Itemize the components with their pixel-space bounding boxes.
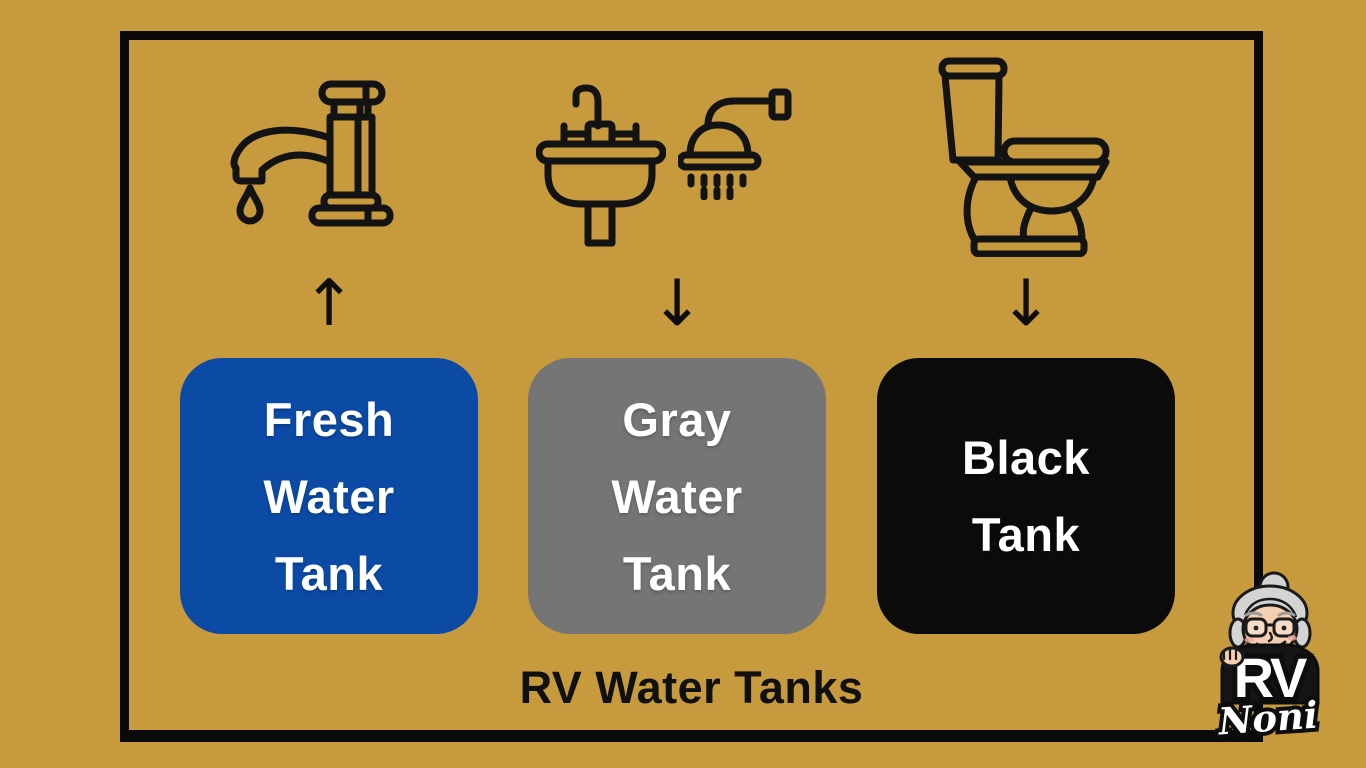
gray-water-tank-box: Gray Water Tank [528, 358, 826, 634]
fresh-water-tank-box: Fresh Water Tank [180, 358, 478, 634]
fresh-tank-arrow-up: ↑ [302, 267, 356, 341]
diagram-title: RV Water Tanks [519, 662, 864, 713]
black-tank-label: Black Tank [962, 431, 1090, 561]
fresh-water-tank-label: Fresh Water Tank [263, 392, 395, 600]
black-tank-arrow-down: ↓ [999, 267, 1053, 341]
toilet-icon [938, 55, 1110, 257]
gray-tank-arrow-down: ↓ [650, 267, 704, 341]
sink-icon [536, 82, 666, 247]
logo-noni-text: Noni [1216, 693, 1319, 744]
rv-noni-logo: RV Noni [1190, 545, 1350, 745]
border-frame [120, 31, 1263, 742]
faucet-icon [226, 80, 402, 238]
black-tank-box: Black Tank [877, 358, 1175, 634]
shower-head-icon [678, 88, 800, 200]
gray-water-tank-label: Gray Water Tank [611, 392, 743, 600]
